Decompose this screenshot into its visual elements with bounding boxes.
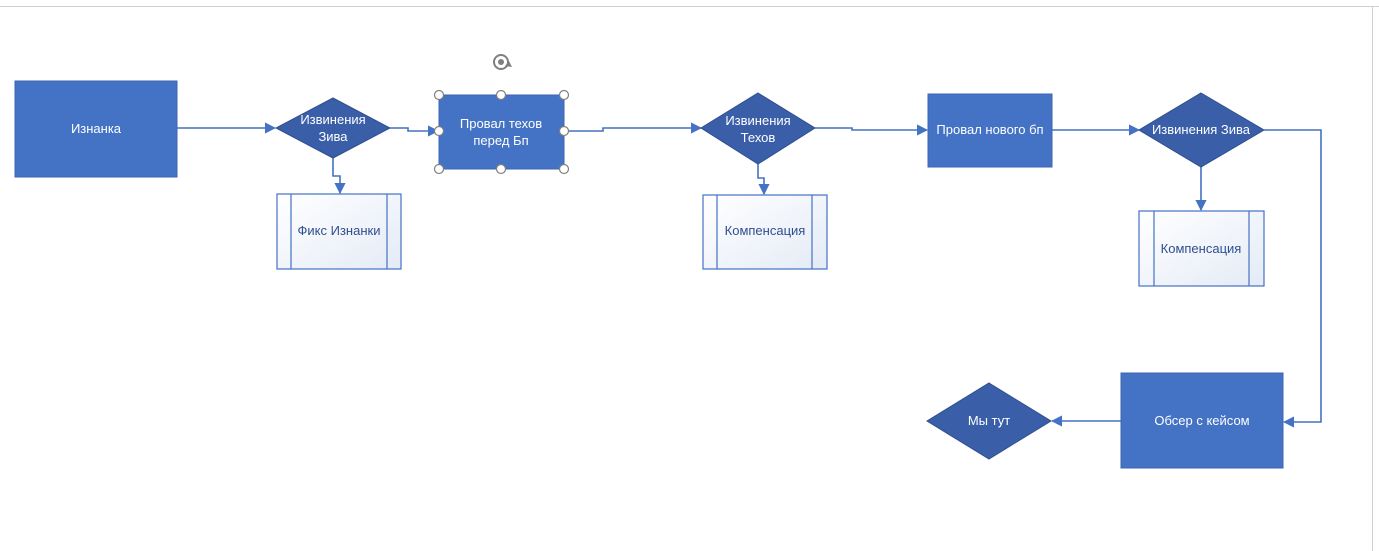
decision-ziva2-label: Извинения Зива <box>1152 122 1251 137</box>
decision-tehov-label-line1: Извинения <box>725 113 790 128</box>
connector-ziva1-to-fiks[interactable] <box>332 158 346 195</box>
subprocess-fiks-iznanki[interactable]: Фикс Изнанки <box>276 193 402 270</box>
connector-ziva2-to-obser[interactable] <box>1264 129 1322 428</box>
process-proval-novogo-label: Провал нового бп <box>936 122 1043 137</box>
connectors <box>177 122 1322 428</box>
connector-izv-tehov-to-kompensaciya1[interactable] <box>757 164 770 196</box>
canvas-right-border <box>1372 6 1373 551</box>
rotate-icon[interactable] <box>493 54 512 70</box>
decision-my-tut[interactable]: Мы тут <box>926 382 1052 460</box>
canvas-top-border <box>0 6 1379 7</box>
handle-middle-left[interactable] <box>433 125 445 137</box>
decision-tehov-label-line2: Техов <box>741 130 776 145</box>
process-proval-novogo-bp[interactable]: Провал нового бп <box>927 93 1053 168</box>
handle-bottom-right[interactable] <box>558 163 570 175</box>
handle-top-right[interactable] <box>558 89 570 101</box>
decision-izvineniya-ziva-2[interactable]: Извинения Зива <box>1138 92 1265 168</box>
subprocess-fiks-label: Фикс Изнанки <box>298 223 381 238</box>
handle-bottom-center[interactable] <box>495 163 507 175</box>
process-obser-s-keysom[interactable]: Обсер с кейсом <box>1120 372 1284 469</box>
decision-ziva1-label-line1: Извинения <box>300 112 365 127</box>
handle-top-center[interactable] <box>495 89 507 101</box>
subprocess-kompensaciya-1[interactable]: Компенсация <box>702 194 828 270</box>
process-proval-tehov[interactable]: Провал техов перед Бп <box>438 94 565 170</box>
subprocess-kompensaciya-1-label: Компенсация <box>725 223 806 238</box>
process-obser-label: Обсер с кейсом <box>1154 413 1249 428</box>
decision-my-tut-label: Мы тут <box>968 413 1010 428</box>
handle-top-left[interactable] <box>433 89 445 101</box>
decision-ziva1-label-line2: Зива <box>318 129 348 144</box>
subprocess-kompensaciya-2[interactable]: Компенсация <box>1138 210 1265 287</box>
process-proval-tehov-line2: перед Бп <box>473 133 528 148</box>
handle-bottom-left[interactable] <box>433 163 445 175</box>
decision-izvineniya-ziva-1[interactable]: Извинения Зива <box>274 97 392 159</box>
process-proval-tehov-line1: Провал техов <box>460 116 542 131</box>
decision-izvineniya-tehov[interactable]: Извинения Техов <box>700 92 816 165</box>
connector-izv-tehov-to-proval-novogo[interactable] <box>815 124 929 136</box>
connector-ziva1-to-proval-tehov[interactable] <box>390 125 440 137</box>
subprocess-kompensaciya-2-label: Компенсация <box>1161 241 1242 256</box>
process-iznanka-label: Изнанка <box>71 121 122 136</box>
selection-handles[interactable] <box>433 89 570 175</box>
process-iznanka[interactable]: Изнанка <box>14 80 178 178</box>
connector-proval-tehov-to-izv-tehov[interactable] <box>564 122 703 134</box>
handle-middle-right[interactable] <box>558 125 570 137</box>
